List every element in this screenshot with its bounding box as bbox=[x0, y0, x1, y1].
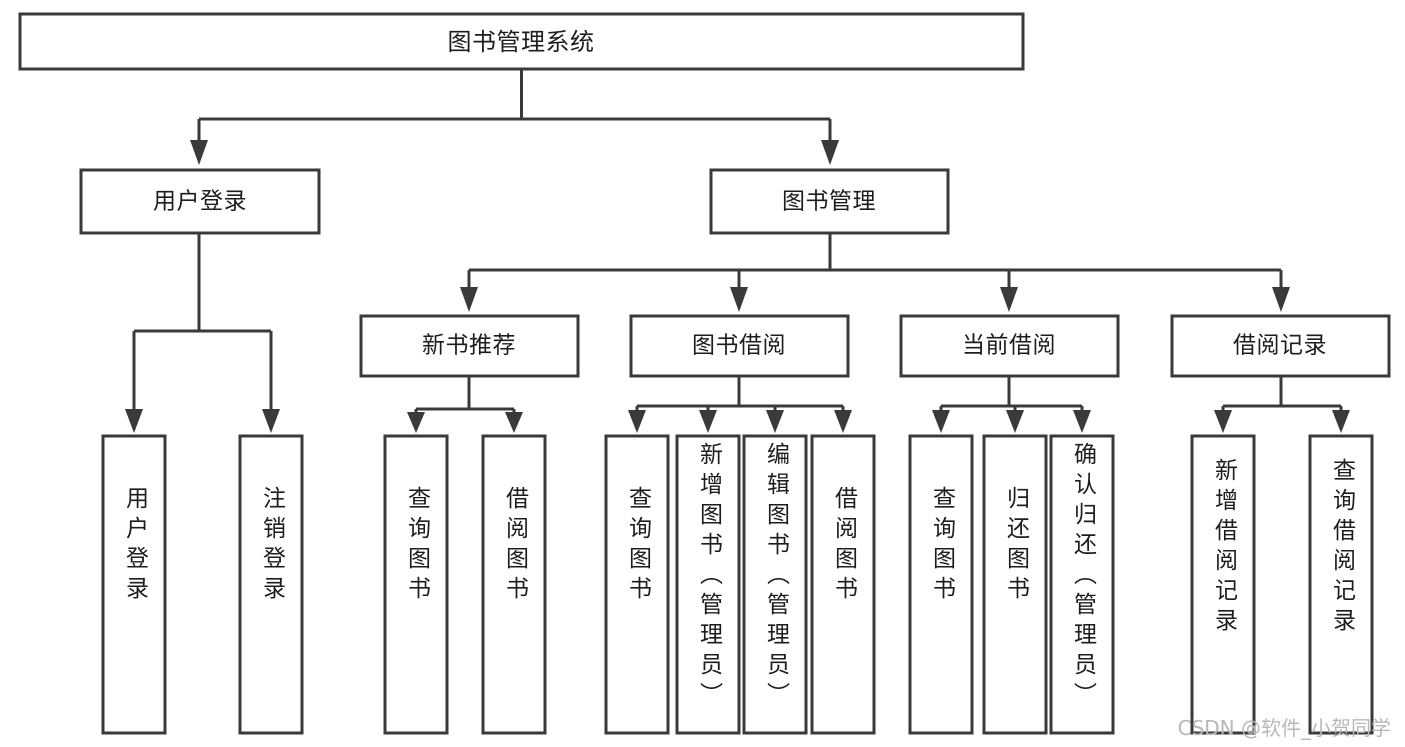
node-root-system[interactable]: 图书管理系统 bbox=[18, 12, 1025, 71]
node-book-borrow[interactable]: 图书借阅 bbox=[629, 314, 850, 378]
arrow-leaf-add-borrow-record bbox=[1214, 410, 1232, 433]
node-leaf-query-book-borrow-box[interactable] bbox=[604, 434, 670, 735]
arrow-leaf-edit-book-admin bbox=[766, 410, 784, 433]
arrow-leaf-borrow-book-rec bbox=[505, 412, 523, 433]
connector-group-newbook-to-leaves bbox=[407, 376, 523, 433]
connector-group-currentborrow-to-leaves bbox=[932, 376, 1091, 433]
arrow-leaf-query-book-borrow bbox=[628, 410, 646, 433]
node-borrow-record[interactable]: 借阅记录 bbox=[1170, 314, 1391, 378]
node-leaf-logout-login-box[interactable] bbox=[238, 434, 304, 735]
arrow-leaf-borrow-book-borrow bbox=[834, 410, 852, 433]
arrow-book-borrow bbox=[730, 287, 748, 312]
arrow-new-book-recommend bbox=[460, 287, 478, 312]
node-book-borrow-box[interactable] bbox=[629, 314, 850, 378]
node-current-borrow[interactable]: 当前借阅 bbox=[899, 314, 1120, 378]
connector-group-bookborrow-to-leaves bbox=[628, 376, 852, 433]
node-new-book-recommend-box[interactable] bbox=[359, 314, 580, 378]
node-leaf-user-login-box[interactable] bbox=[101, 434, 167, 735]
node-leaf-borrow-book-rec-box[interactable] bbox=[481, 434, 547, 735]
arrow-user-login bbox=[190, 140, 208, 165]
node-current-borrow-box[interactable] bbox=[899, 314, 1120, 378]
node-book-management-label: 图书管理 bbox=[782, 189, 876, 215]
node-book-management[interactable]: 图书管理 bbox=[709, 168, 950, 235]
node-borrow-record-box[interactable] bbox=[1170, 314, 1391, 378]
node-leaf-borrow-book-borrow-box[interactable] bbox=[810, 434, 876, 735]
node-leaf-edit-book-admin-box[interactable] bbox=[742, 434, 808, 735]
node-leaf-query-borrow-record-box[interactable] bbox=[1308, 434, 1374, 735]
node-root-system-box[interactable] bbox=[18, 12, 1025, 71]
arrow-leaf-query-book-current bbox=[932, 410, 950, 433]
node-leaf-return-book-box[interactable] bbox=[982, 434, 1048, 735]
connector-group-root-to-level1 bbox=[190, 69, 839, 165]
arrow-leaf-confirm-return-admin bbox=[1073, 410, 1091, 433]
node-leaf-add-borrow-record-box[interactable] bbox=[1190, 434, 1256, 735]
connector-group-userlogin-to-leaves bbox=[125, 233, 280, 433]
node-borrow-record-label: 借阅记录 bbox=[1233, 333, 1327, 359]
node-user-login-label: 用户登录 bbox=[153, 189, 247, 215]
arrow-leaf-return-book bbox=[1006, 410, 1024, 433]
node-leaf-query-book-rec-box[interactable] bbox=[383, 434, 449, 735]
node-user-login[interactable]: 用户登录 bbox=[79, 168, 321, 235]
arrow-leaf-add-book-admin bbox=[699, 410, 717, 433]
node-current-borrow-label: 当前借阅 bbox=[962, 333, 1056, 359]
node-user-login-box[interactable] bbox=[79, 168, 321, 235]
node-book-management-box[interactable] bbox=[709, 168, 950, 235]
node-leaf-add-book-admin-box[interactable] bbox=[675, 434, 741, 735]
node-leaf-confirm-return-admin-box[interactable] bbox=[1049, 434, 1115, 735]
node-new-book-recommend[interactable]: 新书推荐 bbox=[359, 314, 580, 378]
arrow-leaf-query-book-rec bbox=[407, 412, 425, 433]
connector-group-borrowrecord-to-leaves bbox=[1214, 376, 1350, 433]
node-root-system-label: 图书管理系统 bbox=[448, 28, 595, 56]
arrow-leaf-logout-login bbox=[262, 409, 280, 433]
arrow-leaf-user-login bbox=[125, 409, 143, 433]
node-leaf-query-book-current-box[interactable] bbox=[908, 434, 974, 735]
node-book-borrow-label: 图书借阅 bbox=[692, 333, 786, 359]
node-new-book-recommend-label: 新书推荐 bbox=[422, 333, 516, 359]
arrow-current-borrow bbox=[1000, 287, 1018, 312]
arrow-book-management bbox=[821, 140, 839, 165]
arrow-borrow-record bbox=[1272, 287, 1290, 312]
arrow-leaf-query-borrow-record bbox=[1332, 410, 1350, 433]
connector-group-bookmgmt-to-level2 bbox=[460, 233, 1290, 312]
